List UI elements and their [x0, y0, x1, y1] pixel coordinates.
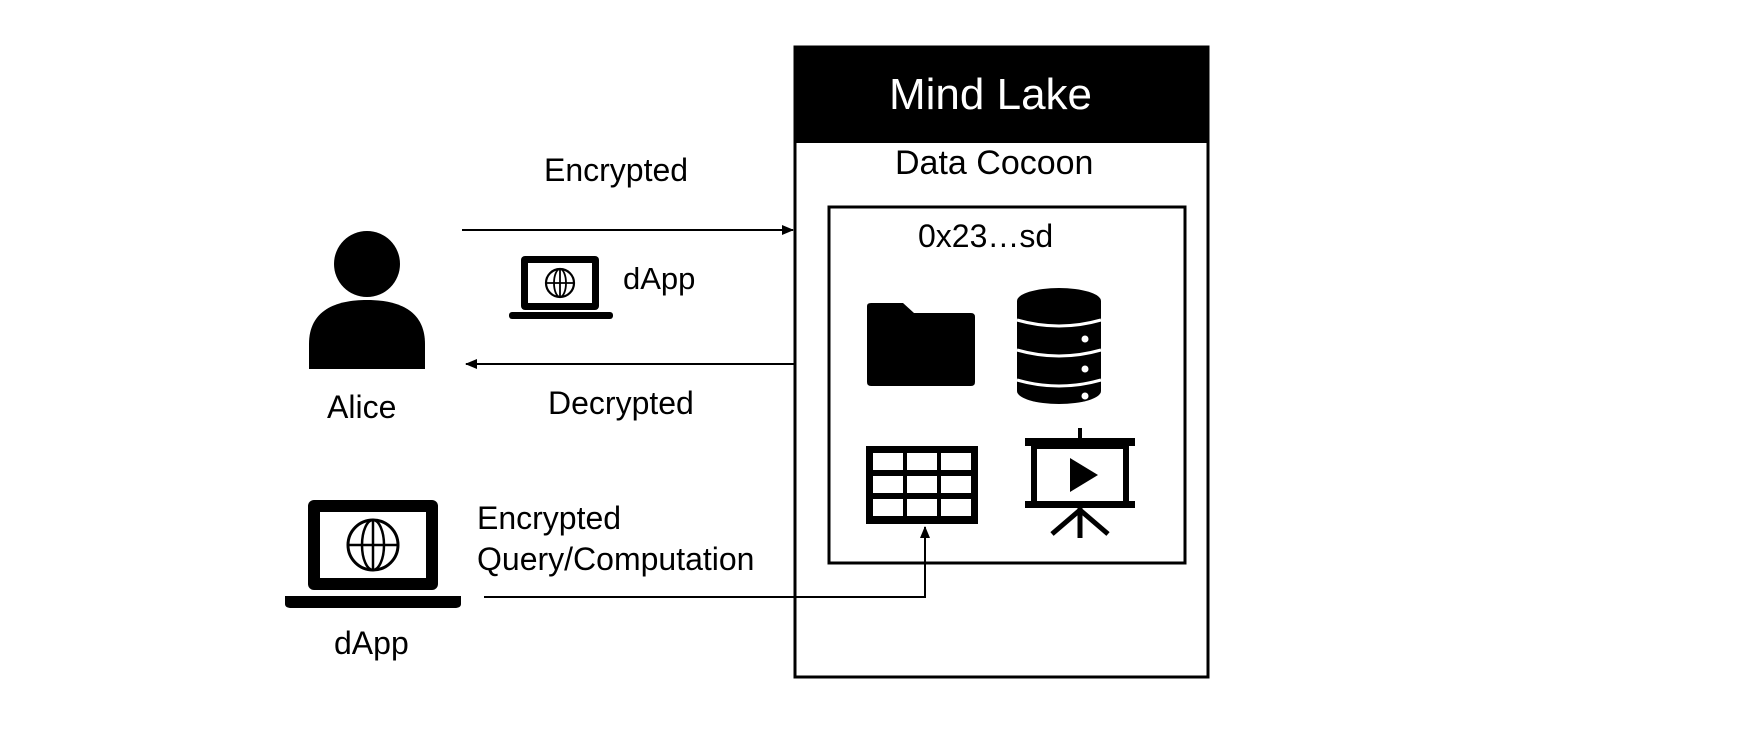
data-cocoon-box [827, 205, 1187, 565]
mind-lake-title: Mind Lake [889, 70, 1093, 119]
alice-label: Alice [327, 389, 397, 425]
folder-icon [867, 303, 975, 386]
decrypted-label: Decrypted [548, 385, 694, 421]
data-cocoon-label: Data Cocoon [895, 144, 1094, 182]
presentation-icon [1025, 428, 1135, 538]
table-icon [866, 446, 978, 524]
query-arrow [484, 526, 930, 598]
query-label-line2: Query/Computation [477, 541, 755, 577]
small-laptop-globe-icon [509, 256, 613, 319]
person-icon [309, 231, 425, 369]
middle-dapp-label: dApp [623, 261, 696, 296]
database-icon [1016, 288, 1102, 404]
cocoon-address: 0x23…sd [918, 218, 1054, 254]
encrypted-label: Encrypted [544, 152, 689, 188]
bottom-dapp-label: dApp [334, 625, 409, 661]
laptop-globe-icon [285, 500, 461, 608]
query-label-line1: Encrypted [477, 500, 622, 536]
mind-lake-header-bar [795, 47, 1208, 143]
